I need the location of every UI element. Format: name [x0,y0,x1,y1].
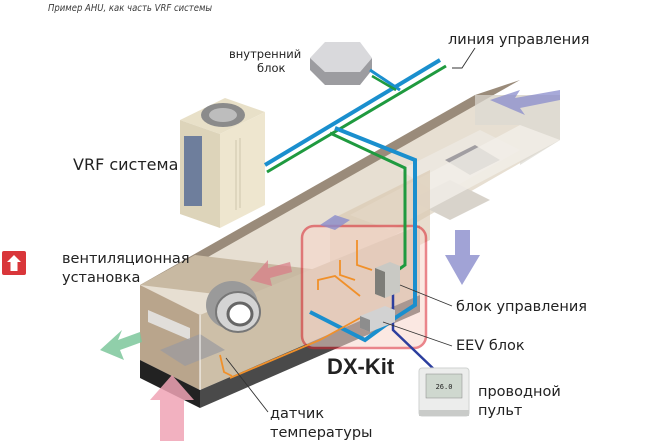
label-indoor-unit-line1: внутренний [229,47,302,61]
fan [206,281,261,333]
vrf-outdoor-unit [180,98,265,228]
exhaust-air-arrow [445,230,480,285]
supply-air-arrow [490,90,560,115]
leader-lines [225,47,476,413]
label-temp-sensor-line1: датчик [270,406,325,422]
label-ventilation-line2: установка [62,270,141,286]
label-ventilation-unit: вентиляционная установка [62,250,190,288]
warm-air-arrow [250,260,292,286]
wired-remote-controller: 26.0 [418,367,470,417]
label-wired-remote-line1: проводной [478,384,561,400]
label-wired-remote-line2: пульт [478,403,523,419]
label-vrf-system: VRF система [73,155,179,174]
control-box [375,262,400,298]
dx-kit-frame [300,224,428,350]
label-dx-kit: DX-Kit [327,354,395,379]
figure-caption: Пример AHU, как часть VRF системы [48,3,213,14]
label-ventilation-line1: вентиляционная [62,251,190,267]
label-eev-box: EEV блок [456,338,525,354]
indoor-unit [310,42,372,85]
fresh-air-arrow [100,330,142,360]
label-wired-remote: проводной пульт [478,383,561,421]
remote-display-value: 26.0 [436,383,453,391]
label-indoor-unit-line2: блок [257,61,286,75]
label-control-box: блок управления [456,299,587,315]
eev-box [360,306,395,332]
label-indoor-unit: внутренний блок [229,47,301,75]
label-control-line: линия управления [448,32,590,48]
label-temperature-sensor: датчик температуры [270,405,372,443]
arrow-up-icon [7,255,21,271]
inner-air-arrow [320,215,350,230]
return-air-arrow [150,375,194,441]
scroll-to-top-button[interactable] [2,251,26,275]
label-temp-sensor-line2: температуры [270,425,373,441]
